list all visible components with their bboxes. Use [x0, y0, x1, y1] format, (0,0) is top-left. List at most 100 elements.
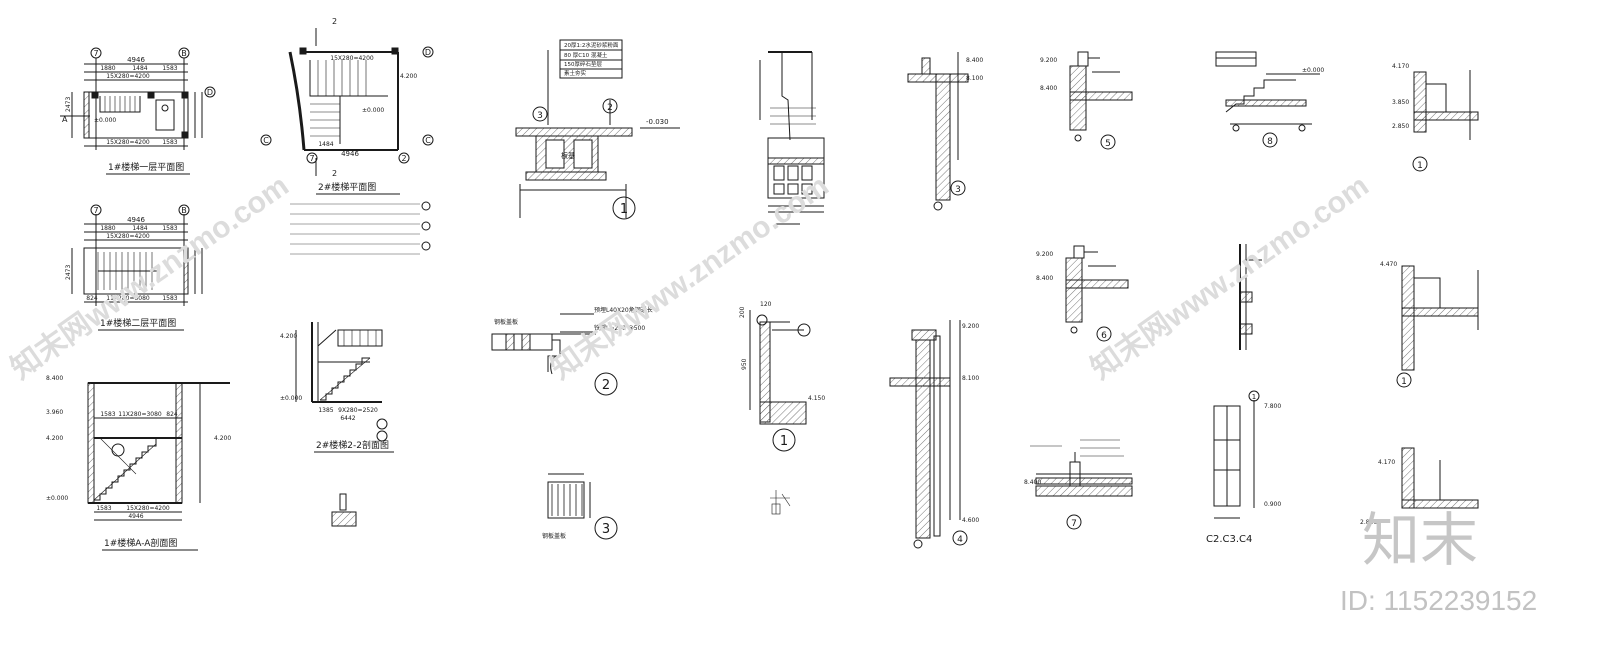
eave-detail-6: 9.200 8.400 6 [1036, 245, 1129, 342]
detail-number: 8 [1267, 137, 1273, 147]
level-mark: ±0.000 [94, 117, 116, 124]
dimension: 1385 [318, 407, 333, 414]
dimension: 15X280=4200 [330, 55, 374, 62]
drawing-title: 1#楼梯一层平面图 [108, 161, 184, 173]
level-mark: ±0.000 [362, 107, 384, 114]
level-mark: -0.030 [646, 118, 669, 126]
dimension: 4946 [128, 513, 143, 520]
dimension: 1880 [100, 225, 115, 232]
stair1-second-plan: 7 B 4946 1880 1484 1583 15X280=4200 824 … [65, 204, 203, 331]
dimension: 1484 [132, 65, 147, 72]
dimension: 1583 [162, 139, 177, 146]
level-mark: 8.100 [962, 375, 979, 382]
dimension: 1583 [162, 225, 177, 232]
dimension: 950 [741, 358, 748, 370]
step-detail-8: ±0.000 8 [1215, 51, 1324, 148]
section-mark: 2 [332, 169, 337, 178]
drawing-title: 1#楼梯二层平面图 [100, 317, 176, 329]
axis-label: 1 [1252, 393, 1256, 401]
level-mark: 9.200 [1036, 251, 1053, 258]
wall-section-4: 9.200 8.100 4.600 4 [889, 320, 979, 549]
detail-number: 1 [620, 202, 628, 217]
watermark-text: 知末网www.znzmo.com [5, 169, 295, 386]
axis-label: B [181, 49, 187, 58]
axis-label: B [181, 206, 187, 215]
dimension: 15X280=4200 [126, 505, 170, 512]
level-mark: 4.200 [46, 435, 63, 442]
axis-label: C [425, 136, 431, 145]
detail-number: 2 [602, 378, 610, 393]
railing-elevation-detail [759, 51, 825, 225]
cover-plate-detail-2: 钢板盖板 预埋L40X20角钢通长 铁脚L=200 @500 2 [491, 306, 653, 396]
layer-note: 素土夯实 [564, 69, 587, 77]
level-mark: 8.400 [966, 57, 983, 64]
dimension: 11X280=3080 [118, 411, 162, 418]
section-mark: A [62, 115, 68, 124]
layer-note: 150厚碎石垫层 [564, 60, 602, 68]
axis-label: 2 [401, 154, 406, 163]
level-mark: 4.200 [280, 333, 297, 340]
axis-label: D [207, 88, 213, 97]
dimension: 15X280=4200 [106, 73, 150, 80]
foundation-detail-1: 20厚1:2水泥砂浆粉面 80 厚C10 混凝土 150厚碎石垫层 素土夯实 板… [515, 39, 680, 220]
right-detail-c: 4.170 2.850 [1360, 447, 1479, 526]
callout: 3 [537, 111, 543, 121]
watermark-text: 知末网www.znzmo.com [1085, 169, 1375, 386]
detail-number: 1 [1401, 377, 1407, 387]
level-mark: 3.960 [46, 409, 63, 416]
stair1-ground-plan: 7 B D 4946 1880 1484 1583 15X280=4200 15… [60, 47, 216, 175]
axis-label: C [263, 136, 269, 145]
dimension: 1583 [162, 65, 177, 72]
level-mark: 4.600 [962, 517, 979, 524]
watermark: 知末网www.znzmo.com 知末网www.znzmo.com 知末网www… [5, 169, 1375, 386]
dimension: 824 [86, 295, 98, 302]
dimension: 4946 [341, 150, 359, 158]
detail-number: 1 [1417, 161, 1423, 171]
window-elevation-c2c3c4: 1 7.800 0.900 C2.C3.C4 [1206, 390, 1281, 545]
dimension: 1583 [96, 505, 111, 512]
note: 钢板盖板 [542, 532, 566, 540]
level-mark: ±0.000 [1302, 67, 1324, 74]
steel-plate-detail-3: 钢板盖板 3 [542, 473, 618, 540]
dimension: 6442 [340, 415, 355, 422]
detail-number: 7 [1071, 519, 1077, 529]
level-mark: 9.200 [962, 323, 979, 330]
right-detail-b: 4.470 1 [1380, 261, 1479, 388]
image-id: ID: 1152239152 [1340, 585, 1537, 616]
dimension: 824 [166, 411, 178, 418]
axis-label: 7 [93, 206, 98, 215]
dimension: 1484 [132, 225, 147, 232]
wall-section-3: 8.400 8.100 3 [907, 52, 983, 211]
dimension: 11X280=3080 [106, 295, 150, 302]
level-mark: ±0.000 [46, 495, 68, 502]
detail-number: 3 [955, 185, 961, 195]
stair1-section-aa: 8.400 4.200 4.200 ±0.000 3.960 1583 11X2… [46, 375, 231, 551]
dimension: 120 [760, 301, 772, 308]
dimension: 4946 [127, 56, 145, 64]
roof-drain-detail-7: 8.400 7 [1024, 439, 1133, 530]
note: 钢板盖板 [494, 318, 518, 326]
window-section-detail [1239, 244, 1262, 350]
level-mark: 8.400 [1040, 85, 1057, 92]
axis-label: 7 [309, 154, 314, 163]
dimension: 15X280=4200 [106, 233, 150, 240]
level-mark: 8.400 [1024, 479, 1041, 486]
level-mark: 8.100 [966, 75, 983, 82]
dimension: 4946 [127, 216, 145, 224]
level-mark: 4.150 [808, 395, 825, 402]
level-mark: 8.400 [1036, 275, 1053, 282]
callout: 2 [607, 103, 613, 113]
level-mark: 4.200 [214, 435, 231, 442]
drawing-title: C2.C3.C4 [1206, 534, 1252, 545]
dimension: 1583 [162, 295, 177, 302]
watermark-text: 知末网www.znzmo.com [545, 169, 835, 386]
level-mark: 8.400 [46, 375, 63, 382]
level-mark: 9.200 [1040, 57, 1057, 64]
level-mark: 3.850 [1392, 99, 1409, 106]
axis-label: 7 [93, 49, 98, 58]
dimension: 2473 [65, 97, 72, 112]
level-mark: ±0.000 [280, 395, 302, 402]
detail-number: 3 [602, 522, 610, 537]
foundation-label: 板基 [561, 151, 575, 160]
